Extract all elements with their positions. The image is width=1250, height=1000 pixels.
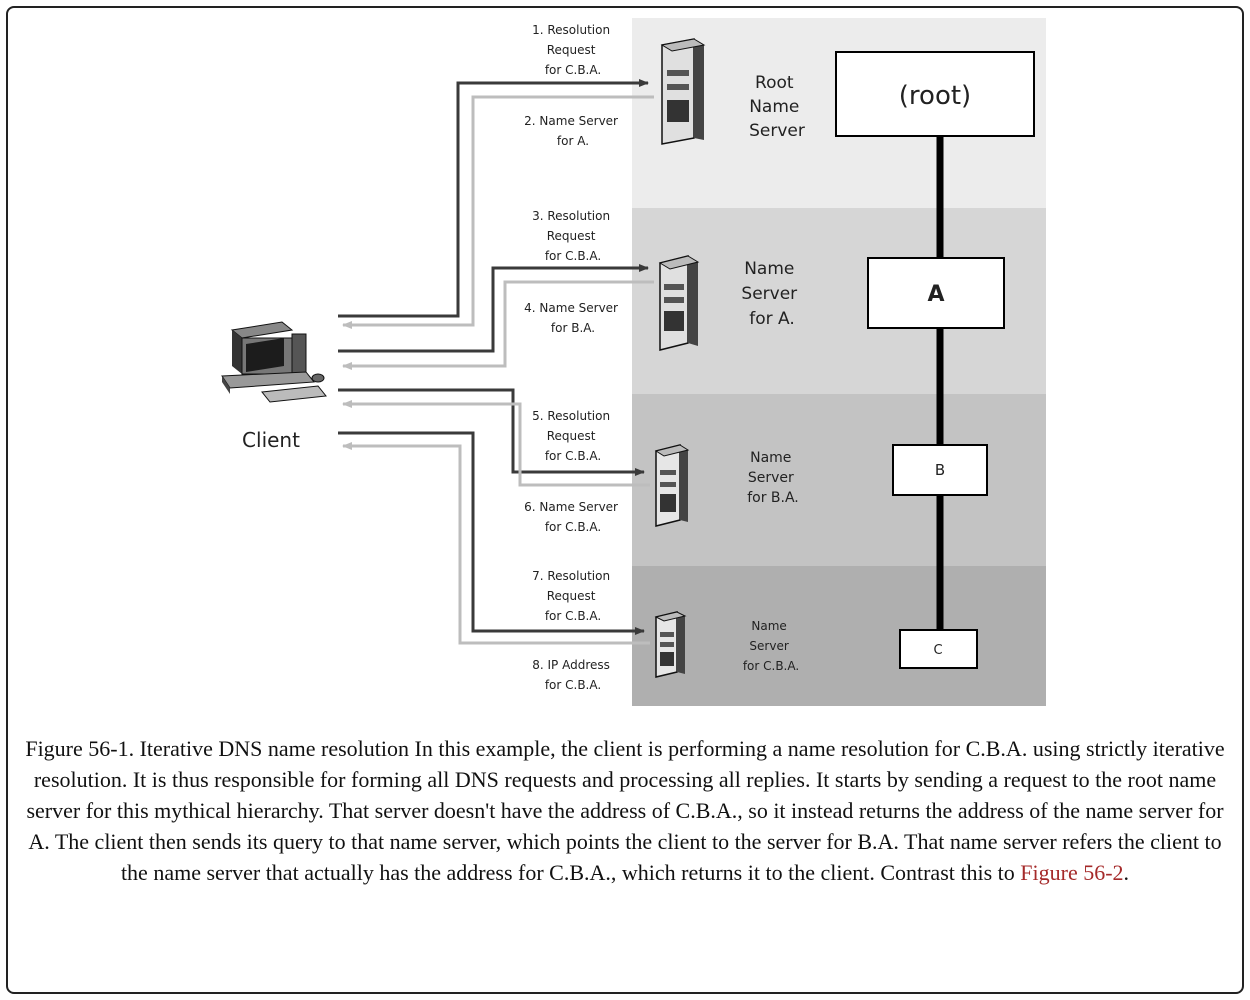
server-b-label: Name Server for B.A. [747, 450, 799, 506]
node-b-label: B [935, 461, 945, 479]
root-server-icon [660, 38, 706, 145]
server-a-icon [658, 255, 700, 351]
request-arrow-7 [338, 431, 645, 635]
request-arrow-3 [338, 264, 649, 353]
client-label: Client [242, 428, 300, 452]
reply-arrow-6 [342, 400, 650, 487]
caption-end: . [1123, 860, 1130, 885]
request-label-1: 1. Resolution Request for C.B.A. [532, 23, 614, 77]
request-arrow-1 [338, 79, 649, 318]
figure-56-2-link[interactable]: Figure 56-2 [1020, 860, 1124, 885]
server-a-label: Name Server for A. [741, 259, 802, 329]
node-c-label: C [933, 643, 942, 658]
server-b-icon [654, 444, 690, 527]
request-label-3: 3. Resolution Request for C.B.A. [532, 209, 614, 263]
reply-label-4: 4. Name Server for B.A. [524, 301, 622, 335]
dns-resolution-diagram: (root) A B C [221, 18, 1046, 706]
reply-label-6: 6. Name Server for C.B.A. [524, 500, 622, 534]
reply-arrow-2 [342, 95, 654, 329]
caption-text: Figure 56-1. Iterative DNS name resoluti… [25, 736, 1225, 885]
node-root-label: (root) [899, 81, 971, 111]
reply-label-8: 8. IP Address for C.B.A. [532, 658, 613, 692]
root-server-label: Root Name Server [749, 73, 805, 141]
request-arrow-5 [338, 388, 645, 476]
server-c-icon [654, 611, 687, 678]
server-c-label: Name Server for C.B.A. [743, 619, 799, 673]
client-computer-icon [221, 321, 327, 403]
reply-arrow-4 [342, 280, 654, 370]
node-root: (root) [835, 51, 1035, 137]
reply-label-2: 2. Name Server for A. [524, 114, 622, 148]
node-a: A [867, 257, 1005, 329]
node-b: B [892, 444, 988, 496]
request-label-5: 5. Resolution Request for C.B.A. [532, 409, 614, 463]
node-a-label: A [927, 282, 944, 307]
figure-caption: Figure 56-1. Iterative DNS name resoluti… [20, 733, 1230, 888]
node-c: C [899, 629, 978, 669]
tier-band-c [632, 566, 1046, 706]
request-label-7: 7. Resolution Request for C.B.A. [532, 569, 614, 623]
reply-arrow-8 [342, 442, 650, 645]
